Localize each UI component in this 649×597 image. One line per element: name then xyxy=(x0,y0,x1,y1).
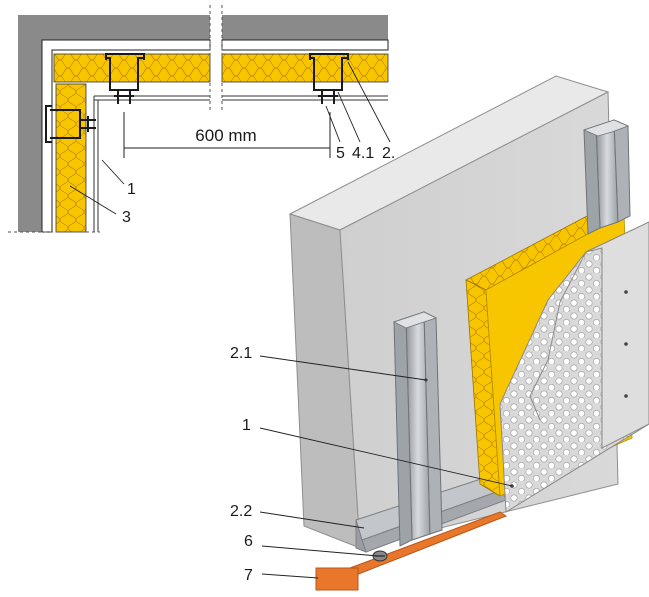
callout-plan-4-1: 4.1 xyxy=(352,145,374,162)
steel-stud-rear xyxy=(582,119,631,235)
steel-profile-plan-3 xyxy=(45,105,81,143)
callout-plan-2: 2. xyxy=(382,145,395,162)
masonry-wall-plan xyxy=(18,15,210,232)
callout-elev-2-2: 2.2 xyxy=(230,503,252,520)
plan-view: 600 mm 1 3 5 4.1 2. xyxy=(8,5,395,233)
board-solid-panel xyxy=(585,221,649,449)
callout-plan-1: 1 xyxy=(127,181,136,198)
callout-elev-7: 7 xyxy=(244,567,253,584)
steel-profile-plan-1 xyxy=(105,53,145,91)
callout-elev-1: 1 xyxy=(242,417,251,434)
insulation-plan-top xyxy=(53,53,211,83)
elevation-view: 2.1 1 2.2 6 7 xyxy=(230,75,649,591)
insulation-plan-left xyxy=(55,83,87,233)
callout-elev-6: 6 xyxy=(244,533,253,550)
callout-plan-3: 3 xyxy=(122,209,131,226)
callout-plan-5: 5 xyxy=(336,145,345,162)
callout-elev-2-1: 2.1 xyxy=(230,345,252,362)
dimension-600mm: 600 mm xyxy=(123,112,331,158)
masonry-wall-plan-right xyxy=(222,15,388,40)
steel-profile-plan-2 xyxy=(309,53,349,91)
steel-stud-front xyxy=(392,311,443,547)
insulation-plan-top-right xyxy=(221,53,389,83)
dimension-label: 600 mm xyxy=(195,126,256,145)
